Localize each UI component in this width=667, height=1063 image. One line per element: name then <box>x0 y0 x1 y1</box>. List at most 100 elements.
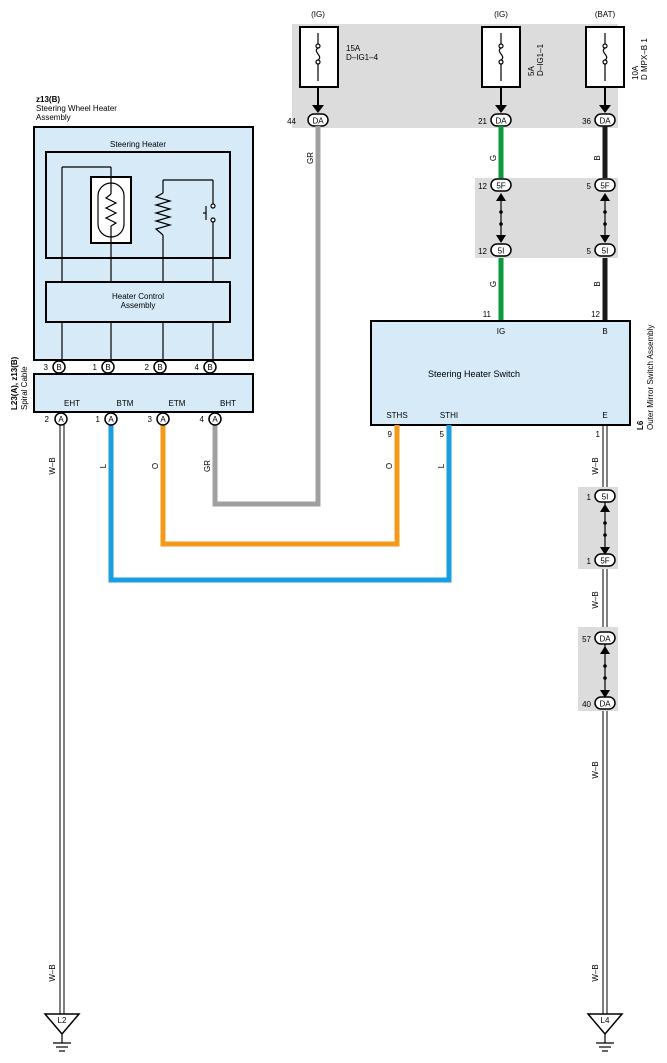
fuse3-symbol <box>602 33 608 81</box>
wire-wb-right-label2: W–B <box>591 591 600 608</box>
heater-pin-2: 1 B <box>93 360 115 374</box>
wire-l-label-right: L <box>437 463 446 468</box>
wire-b-label-top: B <box>593 155 602 160</box>
fuse1-source: (IG) <box>311 10 325 19</box>
fuse3-connector-label: DA <box>599 117 611 126</box>
jl4-connector <box>594 696 616 710</box>
j5f-g-pin: 12 <box>478 182 487 191</box>
jl2-pin: 1 <box>587 557 592 566</box>
wire-wb-right-label1: W–B <box>591 457 600 474</box>
jl1-arrow-up <box>600 504 610 512</box>
j5i-b-pin: 5 <box>587 247 592 256</box>
spiral-term-eht: EHT <box>64 399 80 408</box>
spiral-term-etm: ETM <box>169 399 186 408</box>
jl1-arrow-down <box>600 547 610 555</box>
switch-pin-b: 12 <box>591 310 600 319</box>
wire-g-label-bottom: G <box>489 281 498 287</box>
spiral-pin-num: 2 <box>45 415 50 424</box>
heater-pin-conn: B <box>56 363 61 372</box>
fuse2-name: D–IG1–1 <box>536 43 545 76</box>
fuse2-pin: 21 <box>478 117 487 126</box>
fuse3-rating: 10A <box>631 65 640 80</box>
switch-pin-sthi: 5 <box>440 430 445 439</box>
wire-gr-label-top: GR <box>306 152 315 164</box>
fuse2-arrow <box>495 87 507 113</box>
fuse3-arrow <box>599 87 611 113</box>
spiral-pin-conn: A <box>212 415 218 424</box>
j5f-g-connector <box>490 178 512 192</box>
heater-title-line2: Assembly <box>36 113 71 122</box>
heater-internal-wiring <box>61 166 214 282</box>
j-b-arrow-up <box>600 193 610 201</box>
spiral-pin-conn: A <box>160 415 166 424</box>
jl3-dot2 <box>603 676 607 680</box>
j-b-arrow-down <box>600 235 610 243</box>
switch-name: Outer Mirror Switch Assembly <box>646 325 655 430</box>
jl3-connector-label: DA <box>599 635 611 644</box>
heater-id: z13(B) <box>36 95 60 104</box>
spiral-term-bht: BHT <box>220 399 236 408</box>
spiral-id: L23(A), z13(B) <box>10 356 19 410</box>
j5f-b-pin: 5 <box>587 182 592 191</box>
j5f-b-connector-label: 5F <box>600 182 609 191</box>
heater-pin-num: 3 <box>44 363 49 372</box>
heater-title-line1: Steering Wheel Heater <box>36 104 117 113</box>
jl3-arrow-down <box>600 690 610 698</box>
heater-pin-num: 2 <box>145 363 150 372</box>
switch-term-sths: STHS <box>386 411 407 420</box>
heater-pin-conn: B <box>157 363 162 372</box>
wire-o-label-left: O <box>151 463 160 469</box>
wire-b-label-bottom: B <box>593 281 602 286</box>
fuse2-connector-label: DA <box>495 117 507 126</box>
wire-gr-label-bottom: GR <box>203 460 212 472</box>
j5i-b-connector-label: 5I <box>602 247 609 256</box>
switch-term-e: E <box>602 411 607 420</box>
jl2-connector <box>594 553 616 567</box>
switch-pin-ig: 11 <box>483 310 492 319</box>
heater-pin-3: 2 B <box>145 360 167 374</box>
heater-pin-lines <box>61 322 214 362</box>
wire-l-label-left: L <box>99 463 108 468</box>
spiral-pin-num: 3 <box>148 415 153 424</box>
ground-l4-label: L4 <box>601 1016 610 1025</box>
spiral-pin-num: 4 <box>200 415 205 424</box>
spiral-pin-conn: A <box>108 415 114 424</box>
j-b-dot1 <box>603 210 607 214</box>
fuse-panel <box>292 24 618 128</box>
heater-pin-1: 3 B <box>44 360 66 374</box>
heater-element-icon <box>90 176 132 244</box>
spiral-name: Spiral Cable <box>20 366 29 410</box>
heater-pin-4: 4 B <box>195 360 217 374</box>
heater-pin-num: 4 <box>195 363 200 372</box>
coil-icon <box>153 192 173 236</box>
fuse3-pin: 36 <box>582 117 591 126</box>
jl3-pin: 57 <box>582 635 591 644</box>
fuse3-source: (BAT) <box>595 10 616 19</box>
heater-inner-title: Steering Heater <box>110 140 166 149</box>
heater-inner-box <box>45 151 231 259</box>
switch-box <box>370 320 631 426</box>
jl1-pin: 1 <box>587 493 592 502</box>
jl1-dot2 <box>603 533 607 537</box>
heater-pin-conn: B <box>207 363 212 372</box>
switch-term-b: B <box>602 327 607 336</box>
jl3-connector <box>594 631 616 645</box>
j-g-dot2 <box>499 222 503 226</box>
jl1-connector <box>594 489 616 503</box>
fuse1-rating: 15A <box>346 44 361 53</box>
wire-wb-left <box>59 424 65 1016</box>
fuse1-name: D–IG1–4 <box>346 53 379 62</box>
jl3-arrow-up <box>600 646 610 654</box>
junction-g: 12 5F 12 5I <box>478 178 512 257</box>
spiral-term-btm: BTM <box>117 399 134 408</box>
ground-l2-icon <box>43 1013 81 1052</box>
fuse3-name: D MPX–B 1 <box>640 38 649 80</box>
fuse1-arrow <box>312 87 324 113</box>
switch-term-ig: IG <box>497 327 505 336</box>
fuse2-rating: 5A <box>527 66 536 76</box>
switch-id: L6 <box>636 420 645 430</box>
j5i-b-connector <box>594 243 616 257</box>
junction-b: 5 5F 5 5I <box>587 178 616 257</box>
jl1-connector-label: 5I <box>602 493 609 502</box>
